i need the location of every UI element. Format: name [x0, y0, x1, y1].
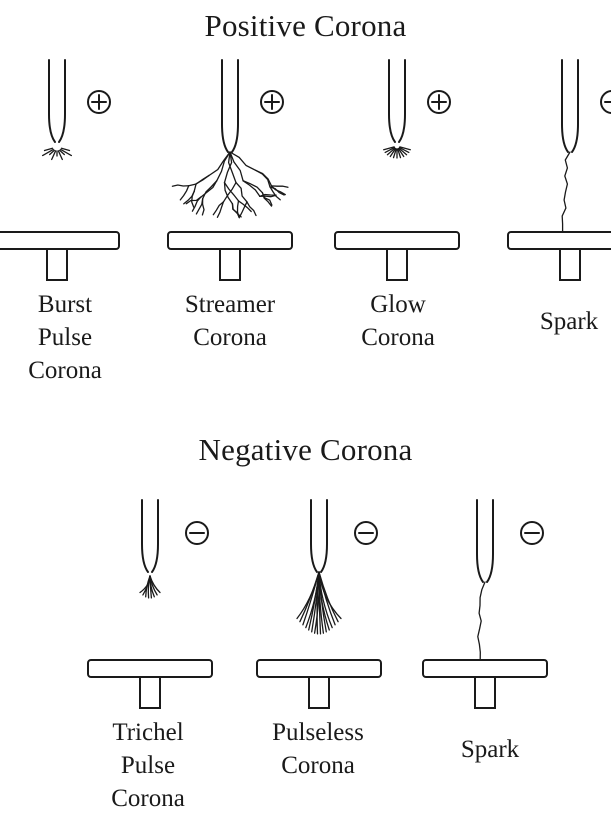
- negative-corona-title: Negative Corona: [0, 432, 611, 468]
- streamer-branch: [209, 152, 230, 176]
- positive-polarity-icon: [428, 91, 450, 113]
- streamer-discharge: [172, 152, 288, 218]
- streamer-branch: [172, 185, 188, 186]
- positive-polarity-icon: [88, 91, 110, 113]
- negative-trichel-cell: [88, 500, 212, 708]
- positive-burst-cell: [0, 60, 119, 280]
- pulseless-discharge: [297, 572, 341, 634]
- glow-discharge: [384, 147, 411, 158]
- positive-polarity-icon: [601, 91, 611, 113]
- needle-electrode: [477, 500, 493, 582]
- negative-spark-label: Spark: [410, 733, 570, 766]
- trichel-pulse-corona-label: Trichel Pulse Corona: [68, 716, 228, 815]
- plate-electrode: [508, 232, 611, 280]
- plate-electrode: [88, 660, 212, 708]
- positive-corona-title: Positive Corona: [0, 8, 611, 44]
- negative-spark-cell: [423, 500, 547, 708]
- plate-electrode: [423, 660, 547, 708]
- needle-electrode: [222, 60, 238, 152]
- plate-electrode: [257, 660, 381, 708]
- positive-streamer-cell: [168, 60, 292, 280]
- streamer-branch: [213, 202, 223, 215]
- streamer-branch: [243, 181, 260, 197]
- positive-corona-row: [0, 60, 611, 280]
- negative-pulseless-cell: [257, 500, 381, 708]
- needle-electrode: [389, 60, 405, 142]
- plate-electrode: [0, 232, 119, 280]
- negative-polarity-icon: [521, 522, 543, 544]
- positive-glow-cell: [335, 60, 459, 280]
- needle-electrode: [49, 60, 65, 142]
- plate-electrode: [168, 232, 292, 280]
- negative-polarity-icon: [355, 522, 377, 544]
- burst-discharge: [43, 148, 72, 159]
- streamer-branch: [232, 204, 241, 217]
- positive-spark-discharge: [562, 152, 570, 232]
- glow-corona-label: Glow Corona: [318, 288, 478, 354]
- streamer-branch: [217, 152, 230, 181]
- negative-polarity-icon: [186, 522, 208, 544]
- pulseless-corona-label: Pulseless Corona: [238, 716, 398, 782]
- negative-corona-row: [88, 500, 547, 708]
- streamer-branch: [194, 175, 209, 191]
- needle-electrode: [142, 500, 158, 572]
- streamer-corona-label: Streamer Corona: [150, 288, 310, 354]
- needle-electrode: [562, 60, 578, 152]
- trichel-discharge: [140, 576, 160, 598]
- streamer-branch: [271, 186, 287, 187]
- streamer-branch: [180, 186, 188, 200]
- burst-pulse-corona-label: Burst Pulse Corona: [0, 288, 145, 387]
- plate-electrode: [335, 232, 459, 280]
- positive-polarity-icon: [261, 91, 283, 113]
- positive-spark-cell: [508, 60, 611, 280]
- needle-electrode: [311, 500, 327, 572]
- negative-spark-discharge: [478, 582, 485, 660]
- positive-spark-label: Spark: [489, 305, 611, 338]
